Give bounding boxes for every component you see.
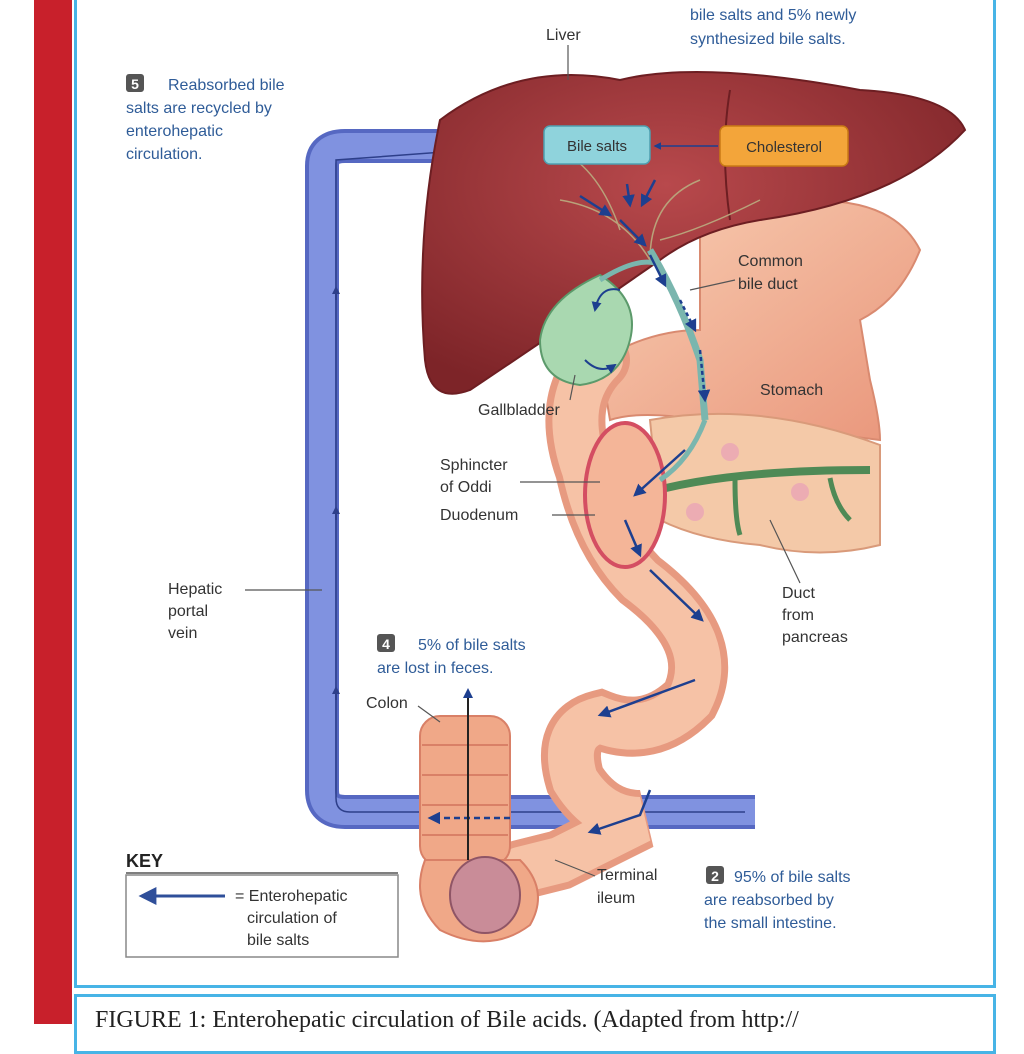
terminal-ileum-label-2: ileum xyxy=(597,890,635,907)
svg-text:2: 2 xyxy=(711,868,719,884)
duct-pancreas-label-1: Duct xyxy=(782,585,815,602)
sphincter-label-2: of Oddi xyxy=(440,479,492,496)
duodenum xyxy=(583,421,667,569)
sphincter-label-1: Sphincter xyxy=(440,457,508,474)
svg-text:95% of bile salts: 95% of bile salts xyxy=(734,869,851,886)
svg-text:circulation.: circulation. xyxy=(126,146,202,163)
step-number-badge-icon xyxy=(706,866,724,884)
colon-label: Colon xyxy=(366,695,408,712)
figure-caption: FIGURE 1: Enterohepatic circulation of B… xyxy=(95,1007,799,1033)
hepatic-label-2: portal xyxy=(168,603,208,620)
cholesterol-box: Cholesterol xyxy=(719,125,849,167)
bile-ducts xyxy=(646,248,709,483)
svg-text:enterohepatic: enterohepatic xyxy=(126,123,223,140)
svg-text:5: 5 xyxy=(131,76,139,92)
common-bile-duct-label-2: bile duct xyxy=(738,276,798,293)
caption-box: FIGURE 1: Enterohepatic circulation of B… xyxy=(74,994,996,1054)
terminal-ileum-label-1: Terminal xyxy=(597,867,657,884)
step5-note: 5 Reabsorbed bile salts are recycled by … xyxy=(126,74,285,163)
step4-note: 4 5% of bile salts are lost in feces. xyxy=(377,634,526,677)
svg-text:are reabsorbed by: are reabsorbed by xyxy=(704,892,834,909)
duodenum-label: Duodenum xyxy=(440,507,518,524)
step2-note: 2 95% of bile salts are reabsorbed by th… xyxy=(704,866,851,932)
side-accent-bar xyxy=(34,0,72,1024)
svg-text:4: 4 xyxy=(382,636,390,652)
svg-text:Reabsorbed bile: Reabsorbed bile xyxy=(168,77,285,94)
leader-lines xyxy=(245,45,801,877)
gallbladder-label: Gallbladder xyxy=(478,402,561,419)
step-number-badge-icon xyxy=(126,74,144,92)
svg-text:KEY: KEY xyxy=(126,851,163,871)
duct-pancreas-label-3: pancreas xyxy=(782,629,848,646)
svg-text:circulation of: circulation of xyxy=(247,910,337,927)
bile-salts-box: Bile salts xyxy=(543,125,651,165)
hepatic-label-1: Hepatic xyxy=(168,581,222,598)
enterohepatic-diagram: Bile salts Cholesterol bile xyxy=(125,7,967,958)
duct-pancreas-label-2: from xyxy=(782,607,814,624)
svg-text:the small intestine.: the small intestine. xyxy=(704,915,837,932)
common-bile-duct-label-1: Common xyxy=(738,253,803,270)
small-intestine xyxy=(490,330,729,900)
colon xyxy=(419,715,539,943)
svg-text:are lost in feces.: are lost in feces. xyxy=(377,660,494,677)
flow-arrow-icon xyxy=(427,179,711,860)
liver-label: Liver xyxy=(546,27,581,44)
svg-text:bile salts: bile salts xyxy=(247,932,309,949)
top-note-line1: bile salts and 5% newly xyxy=(690,7,856,24)
svg-text:Cholesterol: Cholesterol xyxy=(746,139,822,156)
svg-text:5% of bile salts: 5% of bile salts xyxy=(418,637,526,654)
svg-text:= Enterohepatic: = Enterohepatic xyxy=(235,888,348,905)
hepatic-label-3: vein xyxy=(168,625,197,642)
top-note-line2: synthesized bile salts. xyxy=(690,31,846,48)
svg-text:salts are recycled by: salts are recycled by xyxy=(126,100,272,117)
step-number-badge-icon xyxy=(377,634,395,652)
stomach-label: Stomach xyxy=(760,382,823,399)
svg-text:Bile salts: Bile salts xyxy=(567,138,627,155)
key-legend: KEY = Enterohepatic circulation of bile … xyxy=(125,851,399,958)
pancreas xyxy=(638,412,881,554)
